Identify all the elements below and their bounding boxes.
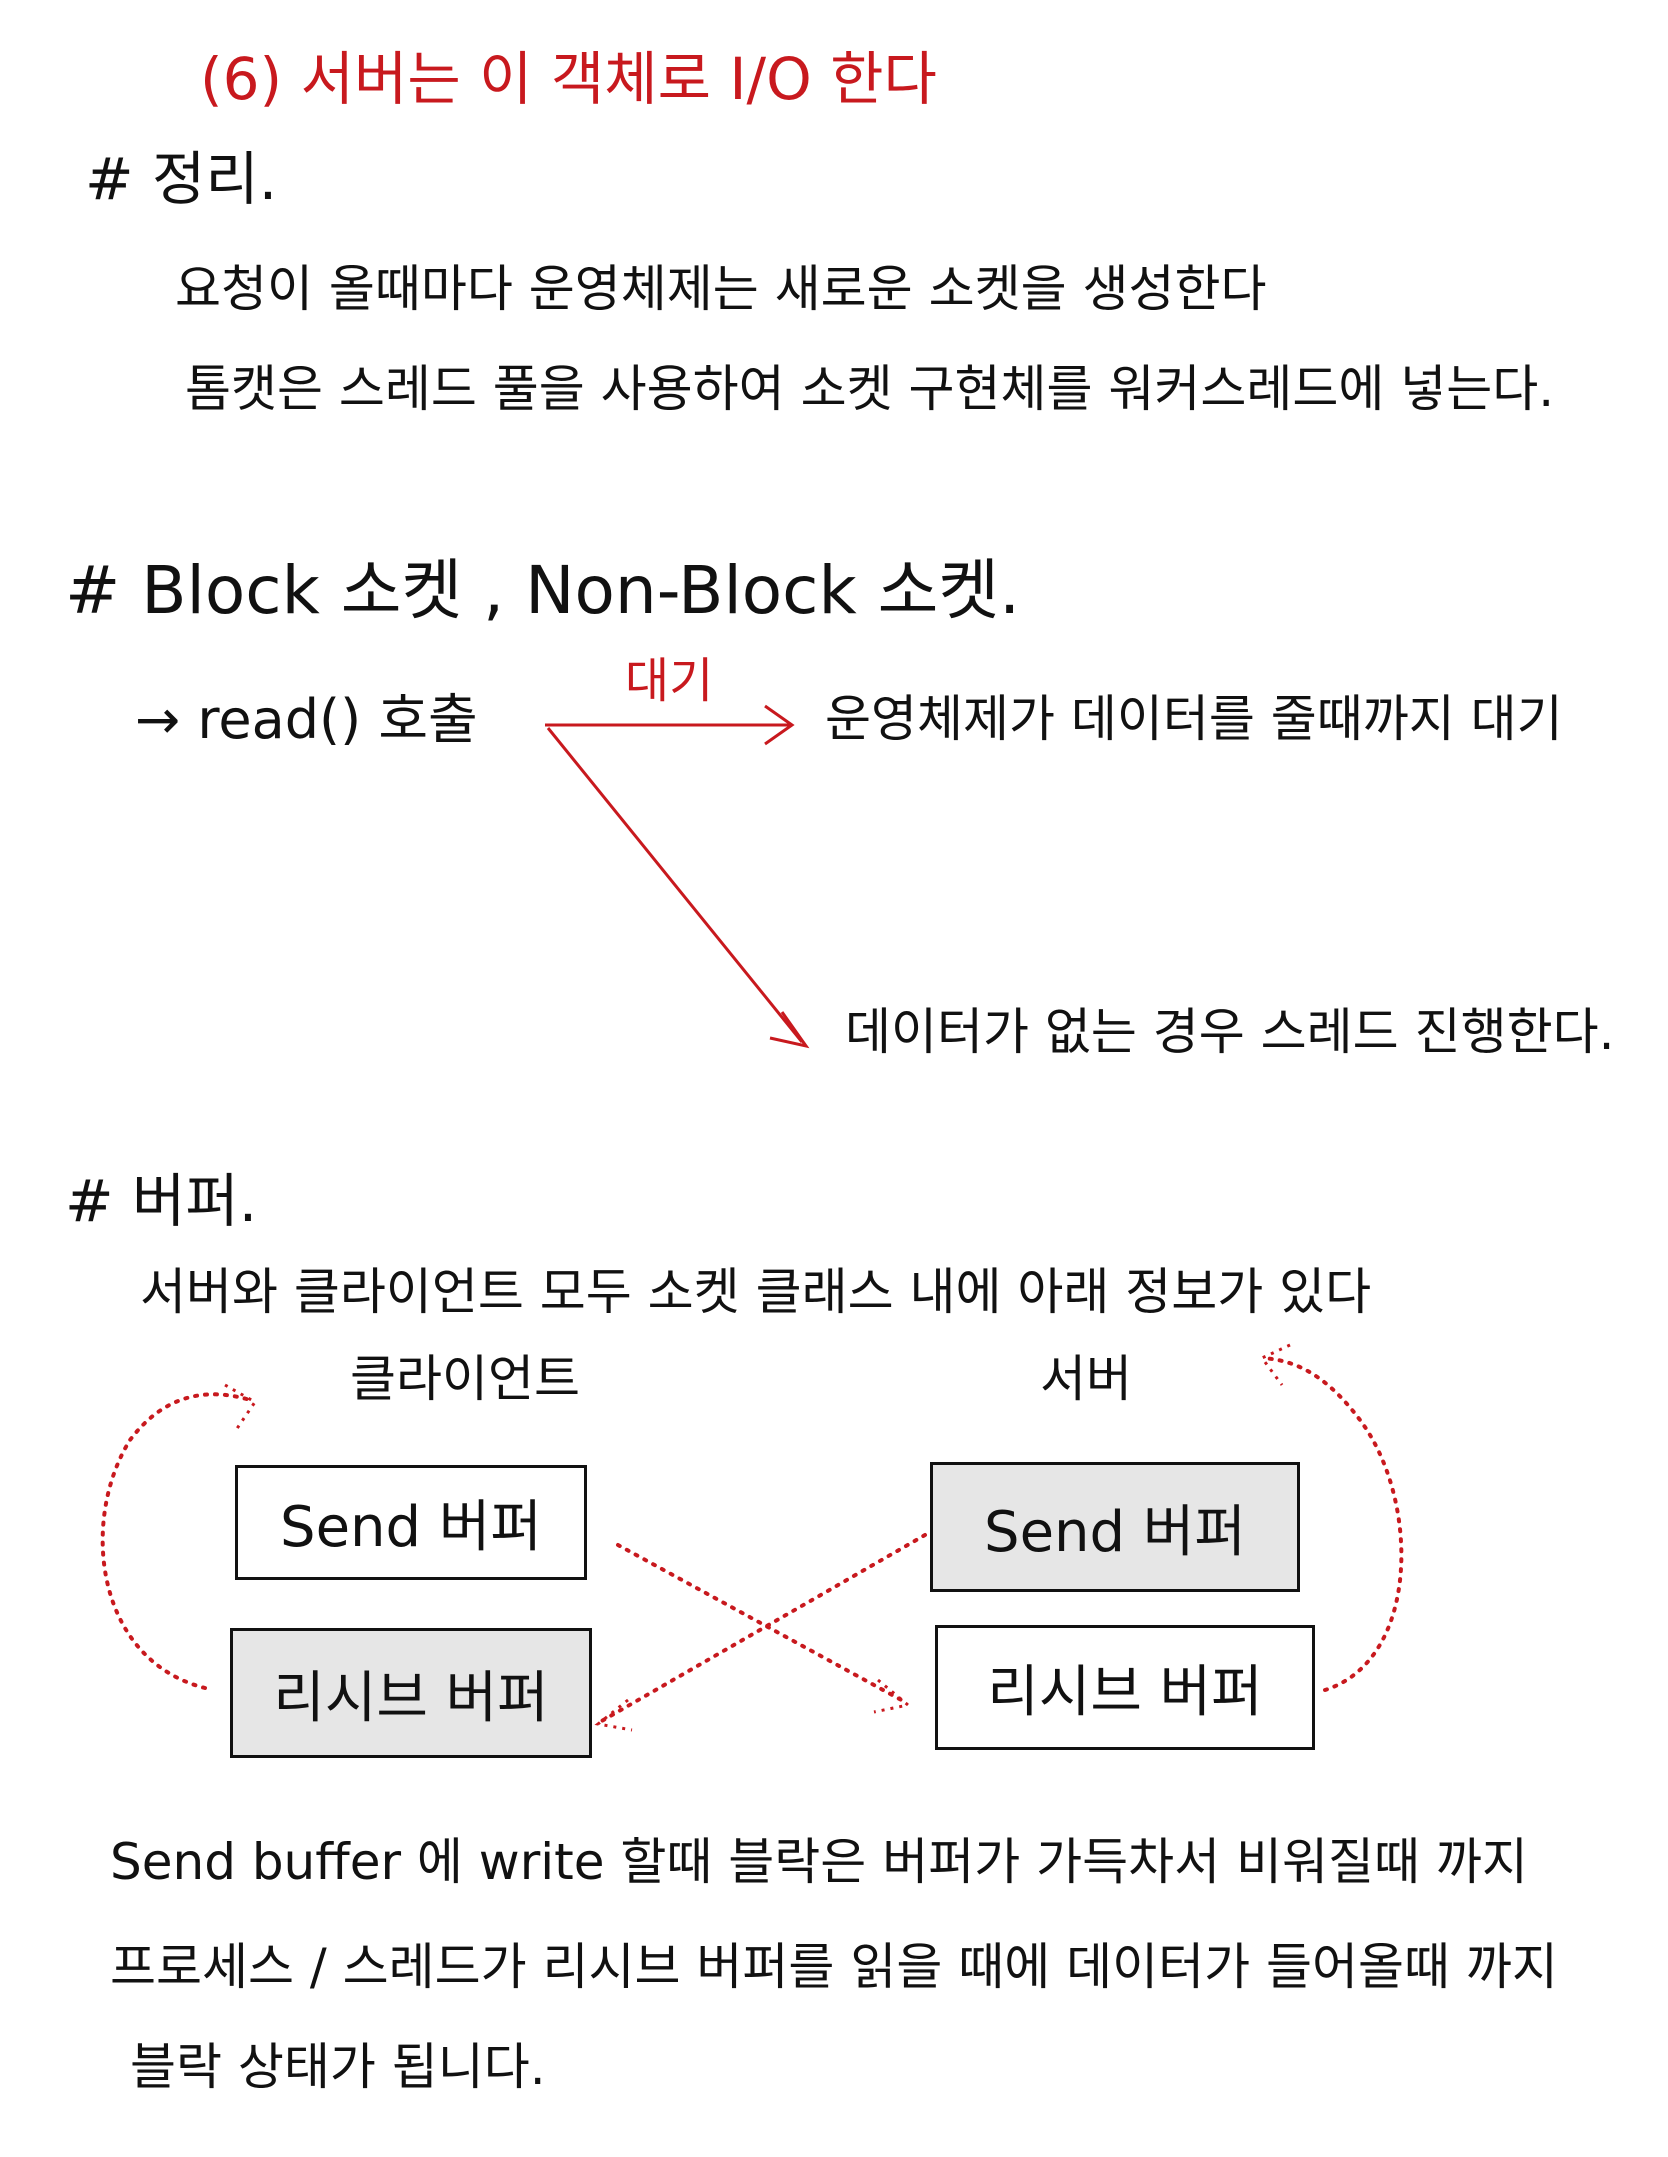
client-send-buffer: Send 버퍼 (235, 1465, 587, 1580)
server-send-buffer-label: Send 버퍼 (984, 1499, 1246, 1565)
server-send-buffer: Send 버퍼 (930, 1462, 1300, 1592)
summary-line-2: 톰캣은 스레드 풀을 사용하여 소켓 구현체를 워커스레드에 넣는다. (185, 360, 1555, 418)
buffer-note-line-2: 프로세스 / 스레드가 리시브 버퍼를 읽을 때에 데이터가 들어올때 까지 (110, 1938, 1558, 1996)
block-section-title: # Block 소켓 , Non-Block 소켓. (65, 552, 1021, 629)
nonblock-arrow-head (769, 1011, 810, 1049)
step-6-heading: (6) 서버는 이 객체로 I/O 한다 (200, 45, 937, 113)
buffer-section-title: # 버퍼. (65, 1167, 258, 1235)
nonblock-result-text: 데이터가 없는 경우 스레드 진행한다. (845, 1003, 1615, 1061)
server-receive-buffer-label: 리시브 버퍼 (987, 1660, 1263, 1725)
nonblock-arrow (546, 727, 804, 1043)
buffer-intro-text: 서버와 클라이언트 모두 소켓 클래스 내에 아래 정보가 있다 (140, 1263, 1372, 1321)
server-send-to-client-receive-arrow (598, 1533, 927, 1724)
client-receive-buffer-label: 리시브 버퍼 (273, 1665, 549, 1731)
client-receive-to-client-arrow (100, 1392, 252, 1690)
summary-title: # 정리. (85, 145, 278, 213)
buffer-note-line-1: Send buffer 에 write 할때 블락은 버퍼가 가득차서 비워질때… (110, 1833, 1528, 1891)
server-receive-buffer: 리시브 버퍼 (935, 1625, 1315, 1750)
wait-label: 대기 (625, 653, 714, 709)
summary-line-1: 요청이 올때마다 운영체제는 새로운 소켓을 생성한다 (175, 260, 1267, 318)
block-arrow-head (764, 704, 795, 746)
buffer-note-line-3: 블락 상태가 됩니다. (130, 2038, 546, 2096)
client-send-to-server-receive-arrow (616, 1543, 907, 1704)
read-call-label: → read() 호출 (135, 688, 478, 751)
client-send-buffer-label: Send 버퍼 (280, 1495, 542, 1560)
block-result-text: 운영체제가 데이터를 줄때까지 대기 (825, 690, 1563, 748)
client-receive-buffer: 리시브 버퍼 (230, 1628, 592, 1758)
client-label: 클라이언트 (350, 1350, 580, 1408)
server-label: 서버 (1040, 1350, 1132, 1408)
